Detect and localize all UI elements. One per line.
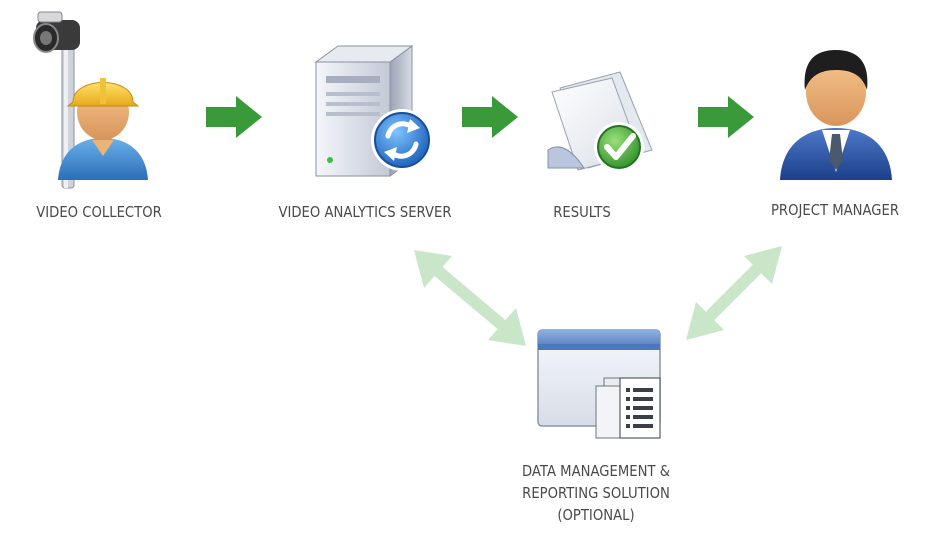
results-label: RESULTS	[553, 203, 611, 221]
flow-arrow-3	[698, 96, 754, 138]
application-window-documents-icon	[537, 329, 661, 439]
video-collector-label: VIDEO COLLECTOR	[36, 203, 162, 221]
data-management-label-line-3: (OPTIONAL)	[557, 506, 635, 524]
data-management-label-line-1: DATA MANAGEMENT &	[521, 462, 671, 480]
document-checkmark-icon	[547, 71, 653, 172]
data-management-label: DATA MANAGEMENT & REPORTING SOLUTION (OP…	[478, 460, 714, 526]
flow-arrow-1	[206, 96, 262, 138]
businessman-icon	[780, 50, 892, 180]
flow-arrow-2	[462, 96, 518, 138]
worker-with-camera-icon	[33, 11, 148, 189]
bidirectional-arrow-left	[414, 250, 526, 346]
server-icon	[314, 45, 433, 177]
bidirectional-arrow-right	[686, 246, 782, 340]
video-analytics-server-label: VIDEO ANALYTICS SERVER	[278, 203, 452, 221]
data-management-label-line-2: REPORTING SOLUTION	[522, 484, 670, 502]
project-manager-label: PROJECT MANAGER	[770, 201, 900, 219]
